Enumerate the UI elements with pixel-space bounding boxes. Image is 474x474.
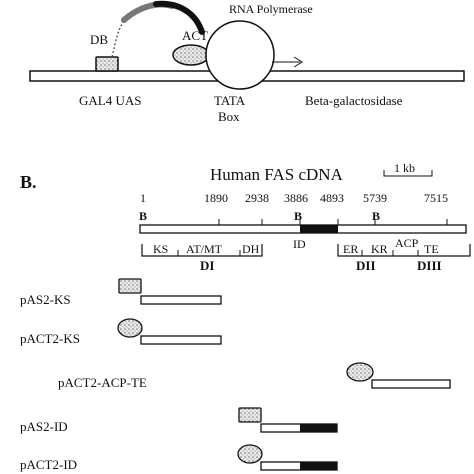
- pos-1890: 1890: [204, 191, 228, 205]
- transcription-arrowhead: [293, 56, 303, 68]
- pas2-ks-label: pAS2-KS: [20, 292, 71, 307]
- restriction-site-b-3: B: [372, 209, 380, 223]
- restriction-site-b-2: B: [294, 209, 302, 223]
- rna-polymerase-circle: [205, 20, 275, 90]
- kr-label: KR: [371, 242, 388, 256]
- pas2-id-label: pAS2-ID: [20, 419, 68, 434]
- pact2-id-act-ellipse: [237, 444, 263, 464]
- pos-7515: 7515: [424, 191, 448, 205]
- pact2-id-label: pACT2-ID: [20, 457, 77, 472]
- dii-diii-bracket: [337, 244, 471, 257]
- dii-label: DII: [356, 258, 376, 273]
- atmt-label: AT/MT: [186, 242, 223, 256]
- di-bracket: [141, 244, 263, 257]
- pas2-id-filled-segment: [300, 424, 337, 432]
- acp-label: ACP: [395, 236, 419, 250]
- tata-label: TATA: [214, 93, 246, 108]
- ks-label: KS: [153, 242, 168, 256]
- id-domain-fill: [300, 225, 338, 233]
- pos-1: 1: [140, 191, 146, 205]
- bait-tether: [111, 17, 127, 58]
- di-label: DI: [200, 258, 214, 273]
- pos-3886: 3886: [284, 191, 308, 205]
- pas2-ks-insert: [140, 295, 222, 305]
- pos-5739: 5739: [363, 191, 387, 205]
- pact2-id-filled-segment: [300, 462, 337, 470]
- restriction-site-b-1: B: [139, 209, 147, 223]
- pas2-id-db-box: [238, 407, 262, 423]
- dh-label: DH: [242, 242, 260, 256]
- db-label: DB: [90, 32, 108, 47]
- box-label: Box: [218, 109, 240, 124]
- db-domain-box: [95, 56, 119, 72]
- pas2-ks-db-box: [118, 278, 142, 294]
- panel-b-label: B.: [20, 172, 37, 192]
- id-label: ID: [293, 237, 306, 251]
- panel-a: DB ACT RNA Polymerase GAL4 UAS TATA Box …: [29, 0, 465, 124]
- scale-bar-label: 1 kb: [394, 161, 415, 175]
- fas-title: Human FAS cDNA: [210, 165, 344, 184]
- panel-b: B. Human FAS cDNA 1 kb 1 1890 2938 3886 …: [20, 161, 471, 472]
- te-label: TE: [424, 242, 439, 256]
- er-label: ER: [343, 242, 358, 256]
- rna-polymerase-label: RNA Polymerase: [229, 2, 313, 16]
- pact2-ks-insert: [140, 335, 222, 345]
- act-label: ACT: [182, 28, 208, 43]
- diii-label: DIII: [417, 258, 442, 273]
- pact2-acp-te-insert: [371, 379, 451, 389]
- pact2-acp-te-label: pACT2-ACP-TE: [58, 375, 147, 390]
- pact2-ks-label: pACT2-KS: [20, 331, 80, 346]
- act-domain-ellipse: [172, 44, 210, 66]
- pos-2938: 2938: [245, 191, 269, 205]
- pact2-acp-te-act-ellipse: [346, 362, 374, 382]
- gal4-uas-label: GAL4 UAS: [79, 93, 141, 108]
- scale-bar: [383, 170, 433, 177]
- beta-gal-label: Beta-galactosidase: [305, 93, 403, 108]
- pact2-ks-act-ellipse: [117, 318, 143, 338]
- pos-4893: 4893: [320, 191, 344, 205]
- prey-protein-arc: [153, 0, 205, 35]
